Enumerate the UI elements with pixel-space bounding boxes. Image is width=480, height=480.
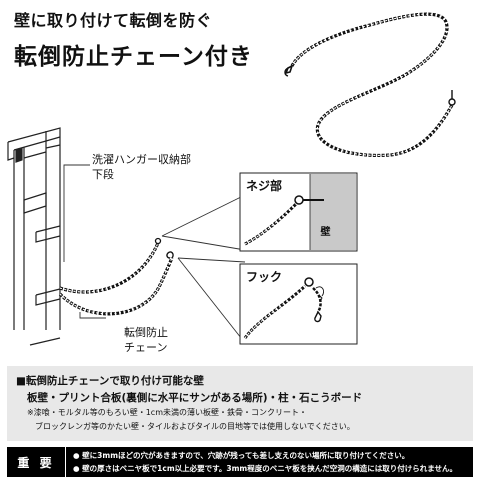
compatible-walls-box: ■転倒防止チェーンで取り付け可能な壁 板壁・プリント合板(裏側に水平にサンがある…	[7, 366, 473, 441]
label-chain-line1: 転倒防止	[124, 326, 168, 339]
compatible-walls-note-1: ※漆喰・モルタル等のもろい壁・1cm未満の薄い板壁・鉄骨・コンクリート・	[27, 408, 307, 417]
label-chain-line2: チェーン	[124, 341, 168, 354]
inset-screw-label: ネジ部	[246, 179, 283, 193]
hook-inset-box	[239, 263, 358, 345]
compatible-walls-note-2: ブロックレンガ等のかたい壁・タイルおよびタイルの目地等では使用しないでください。	[35, 422, 355, 431]
label-hanger-line1: 洗濯ハンガー収納部	[92, 153, 191, 166]
inset-wall-label: 壁	[318, 226, 329, 236]
header-title: 転倒防止チェーン付き	[14, 44, 253, 70]
compatible-walls-list: 板壁・プリント合板(裏側に水平にサンがある場所)・柱・石こうボード	[27, 392, 363, 404]
loose-chain-icon	[284, 12, 456, 158]
compatible-walls-heading: ■転倒防止チェーンで取り付け可能な壁	[16, 375, 204, 387]
important-notice-box: 重 要 ● 壁に3mmほどの穴があきますので、穴跡が残っても差し支えのない場所に…	[7, 447, 473, 477]
inset-hook-label: フック	[246, 270, 283, 284]
important-warning-1: ● 壁に3mmほどの穴があきますので、穴跡が残っても差し支えのない場所に取り付け…	[73, 451, 410, 460]
pointer-lines	[63, 164, 246, 344]
screw-inset-box	[239, 172, 358, 252]
hanger-unit-icon	[7, 127, 61, 346]
diagram-illustration	[7, 12, 456, 346]
header-subtitle: 壁に取り付けて転倒を防ぐ	[14, 11, 213, 30]
important-warning-2: ● 壁の厚さはベニヤ板で1cm以上必要です。3mm程度のベニヤ板を挟んだ空洞の構…	[73, 464, 458, 473]
mounted-chain-icon	[58, 237, 174, 316]
important-tag: 重 要	[7, 447, 66, 477]
label-hanger-line2: 下段	[92, 168, 114, 181]
